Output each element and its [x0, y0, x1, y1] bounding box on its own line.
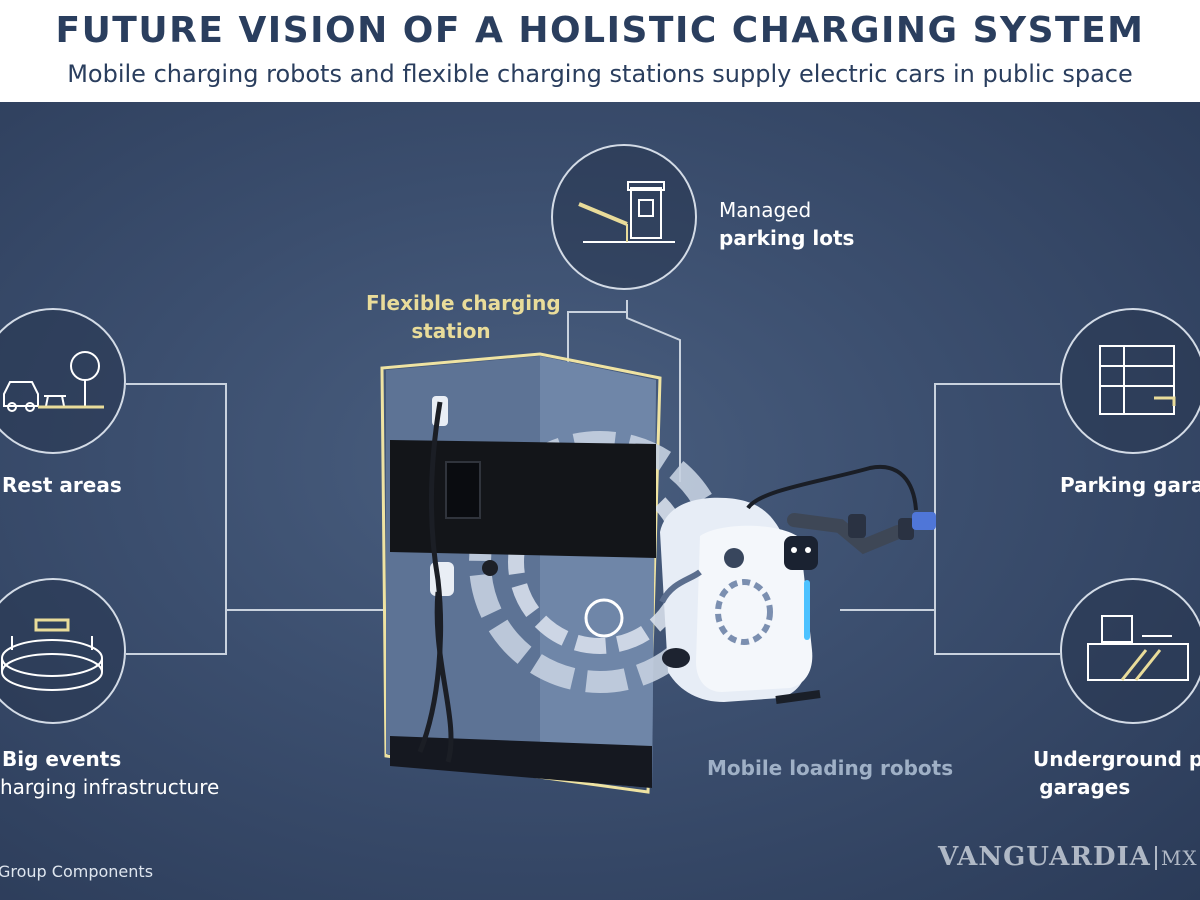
station-highlight-outline [380, 352, 662, 794]
big-events-label: Big events harging infrastructure [0, 745, 220, 801]
image-credit: Group Components [0, 862, 154, 881]
managed-parking-label: Managed parking lots [719, 196, 854, 252]
robots-label: Mobile loading robots [707, 756, 954, 780]
garage-building-icon [1099, 345, 1176, 415]
watermark-suffix: MX [1154, 846, 1198, 870]
parking-garages-circle [1060, 308, 1200, 454]
managed-parking-line2: parking lots [719, 226, 855, 250]
stadium-icon [1, 618, 103, 691]
page-title: FUTURE VISION OF A HOLISTIC CHARGING SYS… [55, 10, 1145, 51]
underground-line1: Underground par [1033, 747, 1200, 771]
watermark-brand: VANGUARDIA [938, 842, 1151, 872]
underground-line2: garages [1039, 775, 1131, 799]
flexible-station-label: Flexible charging station [366, 289, 561, 345]
connector-lines [126, 300, 1060, 655]
connector-rest-areas [126, 383, 227, 610]
underground-label: Underground par garages [1033, 745, 1200, 801]
charging-station [386, 356, 731, 788]
managed-parking-circle [551, 144, 697, 290]
underground-circle [1060, 578, 1200, 724]
big-events-line2: harging infrastructure [0, 775, 220, 799]
page-subtitle: Mobile charging robots and flexible char… [67, 60, 1133, 88]
connector-parking-lots-left [567, 311, 627, 370]
hero-illustration [380, 352, 936, 794]
charging-robot [659, 464, 936, 704]
connector-parking-garages [934, 383, 1060, 610]
rest-areas-label: Rest areas [2, 473, 122, 497]
connector-big-events [126, 610, 227, 655]
big-events-circle [0, 578, 126, 724]
parking-garages-label: Parking garage [1060, 473, 1200, 497]
flexible-station-line2: station [411, 319, 491, 343]
parking-barrier-icon [578, 181, 675, 243]
connector-parking-lots [626, 300, 681, 482]
flexible-station-line1: Flexible charging [366, 291, 561, 315]
diagram-stage: Managed parking lots Flexible charging s… [0, 102, 1200, 900]
rest-areas-circle [0, 308, 126, 454]
managed-parking-line1: Managed [719, 198, 812, 222]
header: FUTURE VISION OF A HOLISTIC CHARGING SYS… [0, 0, 1200, 102]
big-events-line1: Big events [2, 747, 122, 771]
underground-garage-icon [1087, 615, 1189, 681]
car-park-tree-icon [3, 351, 104, 412]
connector-underground [934, 610, 1060, 655]
